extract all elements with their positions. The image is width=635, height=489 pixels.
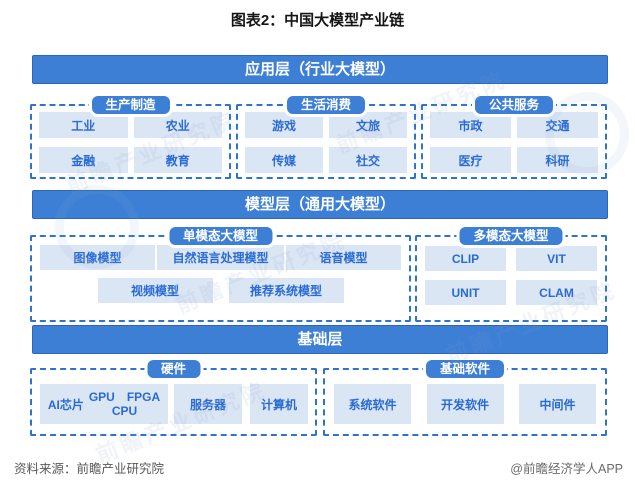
chip-fpga: FPGA [126,390,161,404]
group-hardware: 硬件 AI芯片 GPU FPGA CPU 服务器 计算机 [30,357,317,436]
ai-chip-types-row: GPU FPGA [89,390,160,404]
group-basic-software: 基础软件 系统软件 开发软件 中间件 [323,357,607,436]
layer-header-application: 应用层（行业大模型） [32,55,608,84]
group-pill-basic-software: 基础软件 [422,357,508,381]
item-ai-chip: AI芯片 GPU FPGA CPU [40,384,168,424]
chip-cpu: CPU [111,404,138,418]
software-items: 系统软件 开发软件 中间件 [334,384,596,424]
item-agriculture: 农业 [133,112,222,138]
group-multi-modal: 多模态大模型 CLIP VIT UNIT CLAM [415,224,607,322]
page-title: 图表2：中国大模型产业链 [230,12,405,29]
group-items: 市政 交通 医疗 科研 [430,112,598,173]
item-image-model: 图像模型 [40,245,155,270]
group-items: CLIP VIT UNIT CLAM [425,246,597,305]
single-modal-row-1: 图像模型 自然语言处理模型 语音模型 [40,245,401,270]
group-single-modal: 单模态大模型 图像模型 自然语言处理模型 语音模型 视频模型 推荐系统模型 [30,224,411,322]
item-medical: 医疗 [430,147,511,173]
item-dev-software: 开发软件 [426,384,504,424]
item-computer: 计算机 [250,384,308,424]
group-items: 工业 农业 金融 教育 [39,112,222,173]
credit-note: @前瞻经济学人APP [510,462,623,476]
group-pill-manufacturing: 生产制造 [88,93,173,117]
item-social: 社交 [329,147,407,173]
item-recommender-model: 推荐系统模型 [228,278,344,303]
group-manufacturing: 生产制造 工业 农业 金融 教育 [30,93,231,179]
item-middleware: 中间件 [519,384,596,424]
group-consumption: 生活消费 游戏 文旅 传媒 社交 [236,93,416,179]
item-vit: VIT [516,246,597,271]
group-pill-single-modal: 单模态大模型 [165,224,276,248]
group-public-service: 公共服务 市政 交通 医疗 科研 [421,93,607,179]
layer-header-foundation: 基础层 [32,325,608,354]
ai-chip-label: AI芯片 [47,397,84,412]
group-pill-multi-modal: 多模态大模型 [456,224,566,248]
item-speech-model: 语音模型 [286,245,401,270]
item-clam: CLAM [516,280,597,305]
single-modal-row-2: 视频模型 推荐系统模型 [40,278,401,303]
item-video-model: 视频模型 [97,278,213,303]
item-server: 服务器 [174,384,242,424]
item-clip: CLIP [425,246,506,271]
layer-header-model: 模型层（通用大模型） [32,190,608,219]
ai-chip-types: GPU FPGA CPU [89,390,160,418]
item-system-software: 系统软件 [334,384,411,424]
item-media: 传媒 [245,147,323,173]
item-research: 科研 [517,147,598,173]
item-education: 教育 [133,147,222,173]
chip-gpu: GPU [88,390,115,404]
source-note: 资料来源：前瞻产业研究院 [14,462,165,476]
group-items: 游戏 文旅 传媒 社交 [245,112,407,173]
item-finance: 金融 [39,147,128,173]
item-nlp-model: 自然语言处理模型 [157,245,284,270]
item-unit: UNIT [425,280,506,305]
group-pill-consumption: 生活消费 [283,93,369,117]
group-pill-public-service: 公共服务 [471,93,557,117]
item-gaming: 游戏 [245,112,323,138]
hardware-items: AI芯片 GPU FPGA CPU 服务器 计算机 [40,384,308,424]
group-pill-hardware: 硬件 [143,357,204,381]
